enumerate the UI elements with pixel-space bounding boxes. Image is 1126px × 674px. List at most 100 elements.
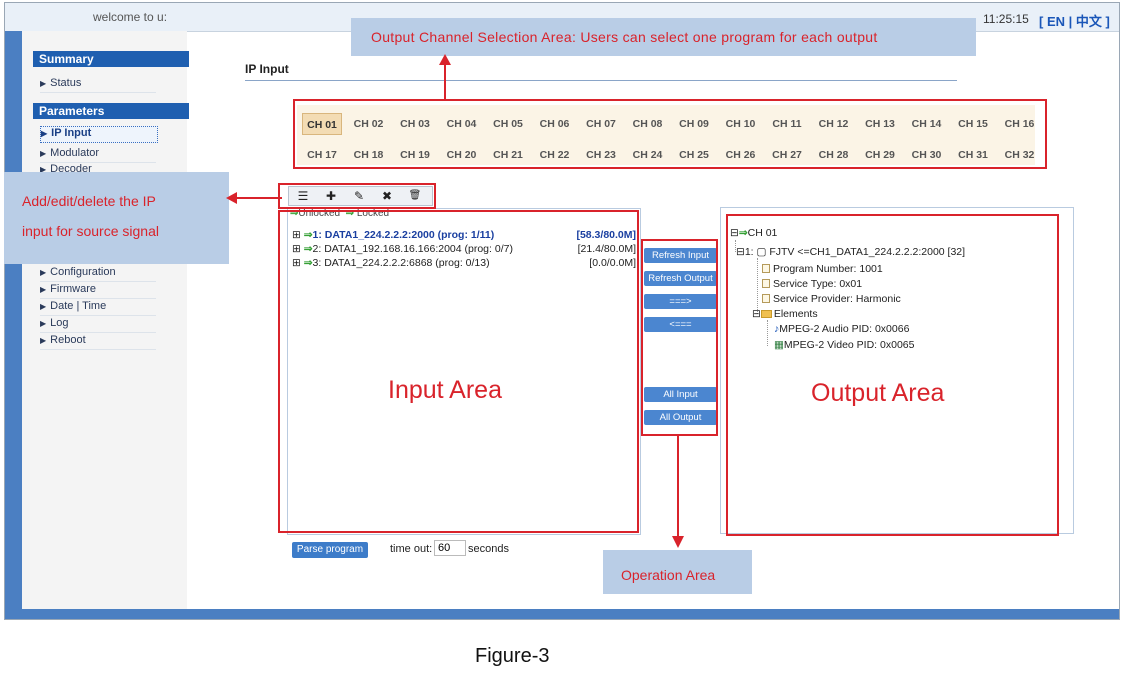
window-bottom-border bbox=[5, 609, 1119, 619]
triangle-right-icon: ▶ bbox=[40, 302, 47, 311]
sidebar-item-modulator[interactable]: ▶Modulator bbox=[40, 147, 156, 163]
channel-button-ch-13[interactable]: CH 13 bbox=[865, 118, 895, 130]
timeout-input[interactable] bbox=[434, 540, 466, 556]
sidebar-item-firmware[interactable]: ▶Firmware bbox=[40, 283, 156, 299]
timeout-label: time out: bbox=[390, 543, 433, 555]
channel-button-ch-05[interactable]: CH 05 bbox=[493, 118, 523, 130]
sidebar-item-log[interactable]: ▶Log bbox=[40, 317, 156, 333]
input-rate-1: [58.3/80.0M] bbox=[576, 229, 636, 241]
figure-caption: Figure-3 bbox=[475, 645, 550, 667]
output-tree-pane bbox=[720, 207, 1074, 534]
add-icon[interactable]: ✚ bbox=[325, 189, 337, 203]
elements-node[interactable]: ⊟Elements bbox=[752, 308, 818, 320]
clock: 11:25:15 bbox=[983, 12, 1029, 26]
triangle-right-icon: ▶ bbox=[40, 319, 47, 328]
language-switch[interactable]: [ EN | 中文 ] bbox=[1039, 14, 1110, 29]
channel-button-ch-27[interactable]: CH 27 bbox=[772, 149, 802, 161]
channel-button-ch-09[interactable]: CH 09 bbox=[679, 118, 709, 130]
sidebar-section-parameters: Parameters bbox=[33, 103, 189, 119]
output-area-label: Output Area bbox=[811, 379, 945, 407]
add-edit-line-2: input for source signal bbox=[22, 223, 159, 239]
channel-button-ch-17[interactable]: CH 17 bbox=[307, 149, 337, 161]
audio-note-icon: ♪ bbox=[774, 323, 780, 335]
channel-button-ch-19[interactable]: CH 19 bbox=[400, 149, 430, 161]
channel-button-ch-12[interactable]: CH 12 bbox=[818, 118, 849, 130]
parse-program-button[interactable]: Parse program bbox=[292, 542, 368, 558]
add-edit-line-1: Add/edit/delete the IP bbox=[22, 193, 156, 209]
channel-button-ch-24[interactable]: CH 24 bbox=[632, 149, 663, 161]
channel-button-ch-02[interactable]: CH 02 bbox=[353, 118, 384, 130]
channel-button-ch-11[interactable]: CH 11 bbox=[772, 118, 802, 130]
channel-button-ch-31[interactable]: CH 31 bbox=[958, 149, 988, 161]
channel-button-ch-21[interactable]: CH 21 bbox=[493, 149, 523, 161]
video-element: ▦MPEG-2 Video PID: 0x0065 bbox=[774, 339, 915, 351]
title-divider bbox=[245, 80, 957, 81]
channel-button-ch-25[interactable]: CH 25 bbox=[679, 149, 709, 161]
video-film-icon: ▦ bbox=[774, 339, 784, 351]
all-output-button[interactable]: All Output bbox=[644, 410, 717, 425]
seconds-label: seconds bbox=[468, 543, 509, 555]
input-area-highlight bbox=[278, 210, 639, 533]
channel-button-ch-10[interactable]: CH 10 bbox=[725, 118, 756, 130]
sidebar-item-ip-input[interactable]: ▶IP Input bbox=[40, 126, 158, 143]
operation-arrow bbox=[672, 436, 684, 548]
channel-button-ch-18[interactable]: CH 18 bbox=[353, 149, 384, 161]
output-selection-callout: Output Channel Selection Area: Users can… bbox=[351, 18, 976, 56]
input-toolbar: ☰ ✚ ✎ ✖ 🗑 bbox=[288, 186, 433, 206]
channel-selector bbox=[297, 105, 1035, 165]
triangle-right-icon: ▶ bbox=[40, 149, 47, 158]
input-area-label: Input Area bbox=[388, 376, 502, 404]
document-icon bbox=[762, 294, 770, 303]
document-icon bbox=[762, 264, 770, 273]
channel-button-ch-20[interactable]: CH 20 bbox=[446, 149, 477, 161]
input-rate-3: [0.0/0.0M] bbox=[589, 257, 636, 269]
channel-button-ch-23[interactable]: CH 23 bbox=[586, 149, 616, 161]
output-channel-node[interactable]: ⊟⇒CH 01 bbox=[730, 227, 778, 239]
output-program-node[interactable]: ⊟1: ▢ FJTV <=CH1_DATA1_224.2.2.2:2000 [3… bbox=[736, 246, 966, 258]
refresh-output-button[interactable]: Refresh Output bbox=[644, 271, 717, 286]
toolbar-highlight bbox=[278, 183, 436, 209]
program-number: Program Number: 1001 bbox=[762, 263, 883, 275]
channel-button-ch-22[interactable]: CH 22 bbox=[539, 149, 570, 161]
sidebar-item-configuration[interactable]: ▶Configuration bbox=[40, 266, 156, 282]
operation-area-highlight bbox=[641, 239, 718, 436]
triangle-right-icon: ▶ bbox=[40, 336, 47, 345]
channel-button-ch-14[interactable]: CH 14 bbox=[911, 118, 942, 130]
add-edit-callout: Add/edit/delete the IP input for source … bbox=[4, 172, 229, 264]
sidebar-item-date-time[interactable]: ▶Date | Time bbox=[40, 300, 156, 316]
page-title: IP Input bbox=[245, 62, 289, 76]
channel-button-ch-32[interactable]: CH 32 bbox=[1004, 149, 1035, 161]
input-row-1[interactable]: ⊞ ⇒1: DATA1_224.2.2.2:2000 (prog: 1/11) bbox=[292, 229, 495, 241]
input-row-2[interactable]: ⊞ ⇒2: DATA1_192.168.16.166:2004 (prog: 0… bbox=[292, 243, 513, 255]
sidebar-item-status[interactable]: ▶Status bbox=[40, 77, 156, 93]
triangle-right-icon: ▶ bbox=[40, 165, 47, 174]
channel-button-ch-01[interactable]: CH 01 bbox=[302, 113, 342, 135]
channel-button-ch-30[interactable]: CH 30 bbox=[911, 149, 942, 161]
trash-icon[interactable]: 🗑 bbox=[408, 190, 422, 201]
channel-button-ch-16[interactable]: CH 16 bbox=[1004, 118, 1035, 130]
channel-button-ch-06[interactable]: CH 06 bbox=[539, 118, 570, 130]
move-left-button[interactable]: <=== bbox=[644, 317, 717, 332]
input-row-3[interactable]: ⊞ ⇒3: DATA1_224.2.2.2:6868 (prog: 0/13) bbox=[292, 257, 490, 269]
channel-button-ch-03[interactable]: CH 03 bbox=[400, 118, 430, 130]
refresh-input-button[interactable]: Refresh Input bbox=[644, 248, 717, 263]
folder-icon bbox=[760, 310, 772, 318]
edit-icon[interactable]: ✎ bbox=[353, 189, 365, 203]
channel-button-ch-26[interactable]: CH 26 bbox=[725, 149, 756, 161]
delete-icon[interactable]: ✖ bbox=[381, 189, 393, 203]
triangle-right-icon: ▶ bbox=[40, 285, 47, 294]
channel-button-ch-28[interactable]: CH 28 bbox=[818, 149, 849, 161]
move-right-button[interactable]: ===> bbox=[644, 294, 717, 309]
channel-button-ch-08[interactable]: CH 08 bbox=[632, 118, 663, 130]
all-input-button[interactable]: All Input bbox=[644, 387, 717, 402]
channel-button-ch-07[interactable]: CH 07 bbox=[586, 118, 616, 130]
sidebar-item-reboot[interactable]: ▶Reboot bbox=[40, 334, 156, 350]
channel-button-ch-29[interactable]: CH 29 bbox=[865, 149, 895, 161]
sidebar: Summary ▶Status Parameters ▶IP Input ▶Mo… bbox=[22, 31, 189, 609]
welcome-text: welcome to u: bbox=[93, 10, 168, 24]
unlocked-arrow-icon: ⇒ bbox=[290, 208, 299, 219]
channel-button-ch-04[interactable]: CH 04 bbox=[446, 118, 477, 130]
list-icon[interactable]: ☰ bbox=[297, 189, 309, 203]
callout-arrow bbox=[439, 54, 451, 100]
channel-button-ch-15[interactable]: CH 15 bbox=[958, 118, 988, 130]
